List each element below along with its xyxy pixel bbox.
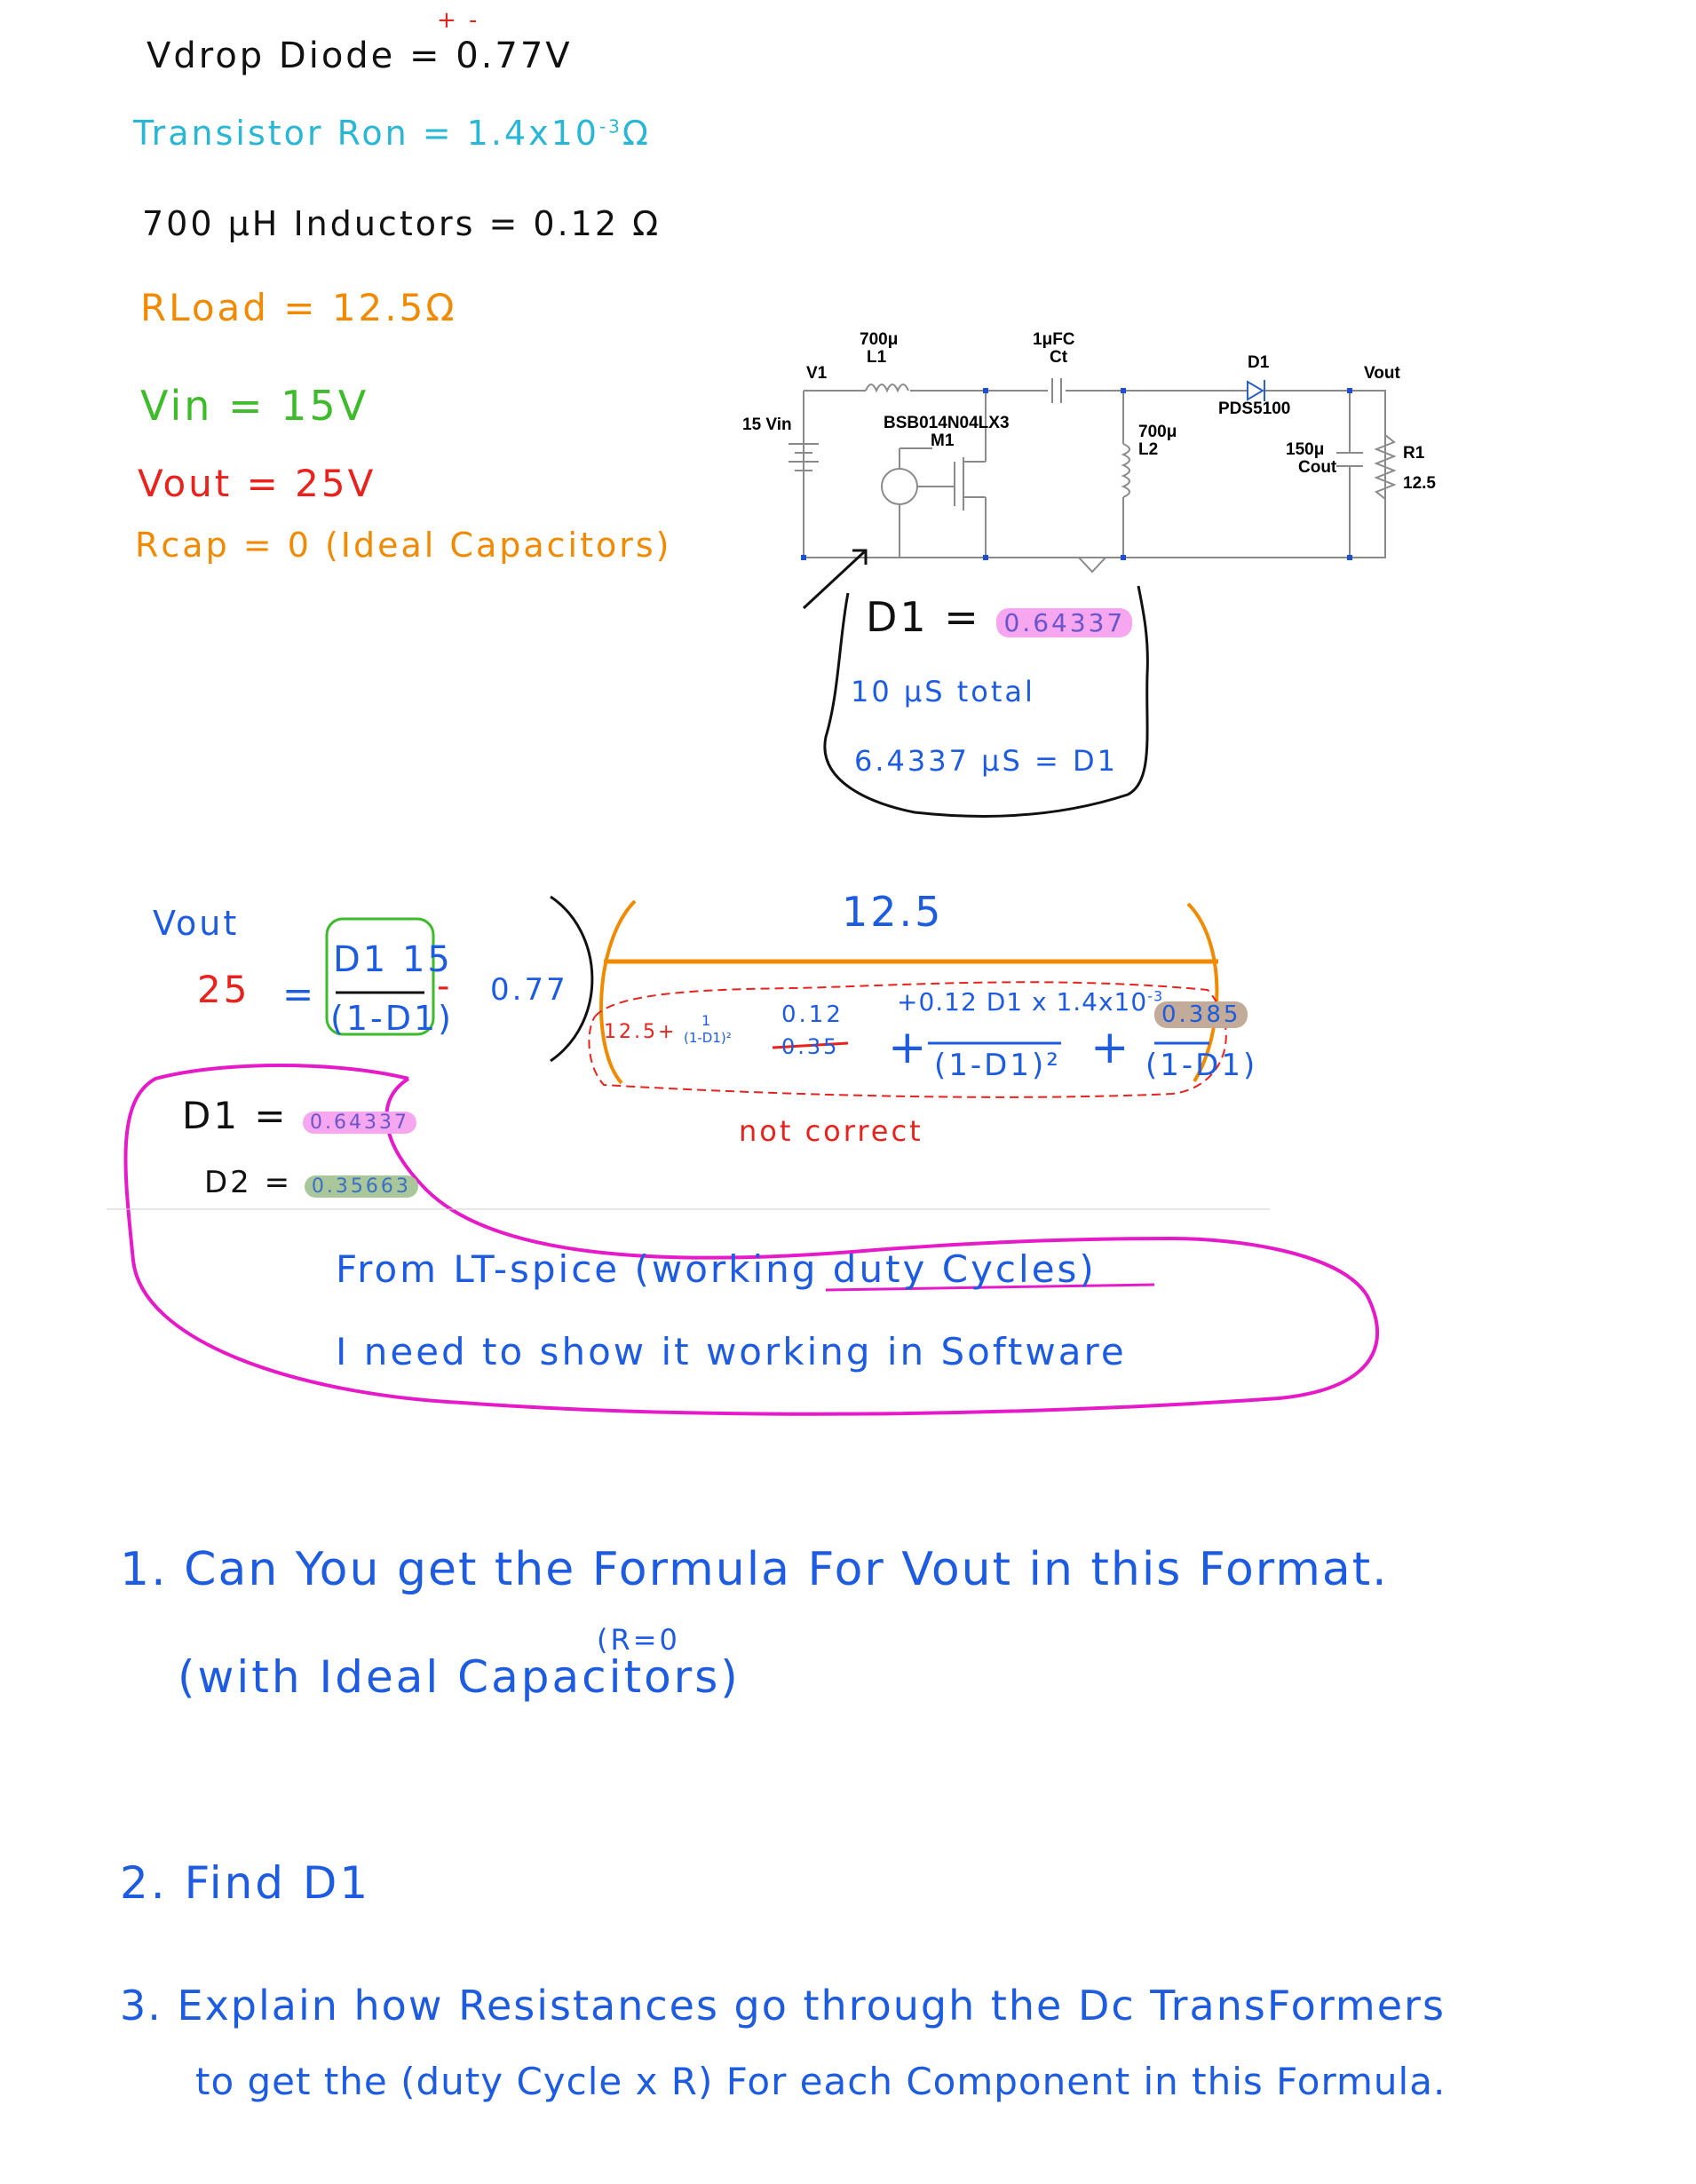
r1-label: R1 [1403,444,1425,463]
eq-term-a-struck: 0.35 [781,1034,840,1059]
eq-term-b-den: (1-D1)² [934,1048,1061,1083]
inductor-l2-symbol [1121,443,1130,498]
l1-label: L1 [867,348,887,367]
eq-plus-1: + [888,1021,930,1074]
diode-drop-line: Vdrop Diode = 0.77V [147,36,573,76]
battery-symbol [789,443,819,471]
eq-term1-num: 1 [701,1012,714,1029]
eq-vout-value: 25 [197,968,250,1011]
cout-label: Cout [1298,458,1337,477]
transistor-ron-unit: Ω [622,114,651,153]
orange-left-bracket [599,899,637,1085]
magenta-outline [123,1064,1380,1416]
capacitor-ct-symbol [1051,378,1062,403]
note-outline [823,585,1149,818]
vin-source-label: 15 Vin [742,415,792,434]
question-2: 2. Find D1 [120,1857,371,1909]
eq-vout-label: Vout [153,904,240,943]
eq-term-c-value: 0.385 [1154,1001,1248,1028]
need-show-note: I need to show it working in Software [336,1330,1127,1373]
question-1-r-note: (R=0 [597,1623,680,1657]
eq-minus: - [437,966,453,1007]
duty-d1-label: D1 = [182,1094,289,1137]
note-d1-label: D1 = [866,593,981,641]
inductor-l1-symbol [865,384,909,393]
schematic-nodes [801,388,1352,560]
l2-value-label: 700μ [1138,423,1177,441]
question-1-line-1: 1. Can You get the Formula For Vout in t… [120,1543,1389,1596]
eq-big-numerator: 12.5 [842,888,944,936]
diode-polarity: + - [437,7,480,34]
eq-term1: 12.5+ [604,1021,678,1043]
not-correct-note: not correct [739,1114,923,1148]
ct-value-label: 1μFC [1033,330,1075,349]
eq-term-c-den: (1-D1) [1145,1048,1258,1083]
duty-d2-label: D2 = [204,1165,293,1200]
note-on-time: 6.4337 μS = D1 [854,744,1118,778]
duty-d2-value: 0.35663 [304,1175,418,1198]
rcap-line: Rcap = 0 (Ideal Capacitors) [135,526,672,565]
transistor-ron-line: Transistor Ron = 1.4x10-3Ω [133,114,651,153]
question-3-line-2: to get the (duty Cycle x R) For each Com… [195,2060,1446,2103]
pointer-arrow [802,549,868,610]
duty-d1-value: 0.64337 [302,1112,416,1134]
orange-right-bracket [1186,902,1219,1083]
cout-value-label: 150μ [1286,440,1325,459]
question-1-line-2: (with Ideal Capacitors) [178,1651,741,1703]
eq-numerator: D1 15 [333,939,453,980]
mosfet-m1-symbol [881,447,986,558]
note-d1-value: 0.64337 [996,608,1133,637]
d1-label: D1 [1248,353,1270,372]
load-resistance-line: RLoad = 12.5Ω [140,286,457,329]
red-denominator-outline [588,981,1227,1098]
magenta-underline [825,1283,1155,1292]
green-fraction-box [325,917,435,1036]
note-total-time: 10 μS total [851,675,1035,708]
m1-label: M1 [931,431,955,450]
question-3-line-1: 3. Explain how Resistances go through th… [120,1982,1446,2030]
schematic-wires [803,390,1386,558]
vout-node-label: Vout [1364,364,1400,383]
diode-drop-value: 0.77V [456,36,573,76]
ground-symbol [1076,557,1108,574]
eq-plus-2: + [1090,1021,1132,1074]
eq-term-b-top: +0.12 D1 x 1.4x10-3 [897,987,1163,1017]
r1-value-label: 12.5 [1403,474,1436,493]
eq-term-c-top: 0.385 [1154,1001,1248,1028]
duty-d2-line: D2 = 0.35663 [204,1165,418,1200]
vout-line: Vout = 25V [138,462,376,505]
diode-drop-label: Vdrop Diode = [147,36,456,76]
eq-term-b-label: +0.12 D1 x 1.4x10 [897,987,1148,1017]
inductor-resistance-line: 700 μH Inductors = 0.12 Ω [142,204,662,243]
vin-line: Vin = 15V [140,382,369,430]
l1-value-label: 700μ [860,330,899,349]
transistor-ron-exp: -3 [598,115,622,138]
ct-label: Ct [1050,348,1068,367]
transistor-ron-label: Transistor Ron = 1.4x10 [133,114,599,153]
eq-diode-drop: 0.77 [490,972,568,1008]
v1-label: V1 [806,364,828,383]
capacitor-cout-symbol [1336,452,1363,467]
diode-d1-symbol [1247,380,1265,401]
eq-denominator: (1-D1) [330,999,454,1038]
eq-term-a-top: 0.12 [781,1001,844,1028]
l2-label: L2 [1138,440,1159,459]
from-ltspice-note: From LT-spice (working duty Cycles) [336,1247,1097,1291]
m1-part-label: BSB014N04LX3 [884,414,1010,432]
eq-term1-den: (1-D1)² [684,1030,732,1046]
d1-part-label: PDS5100 [1218,400,1291,418]
duty-d1-line: D1 = 0.64337 [182,1094,416,1137]
eq-equals: = [282,972,317,1016]
resistor-r1-symbol [1374,434,1397,500]
note-d1-line: D1 = 0.64337 [866,593,1133,641]
eq-term-b-exp: -3 [1147,987,1164,1005]
